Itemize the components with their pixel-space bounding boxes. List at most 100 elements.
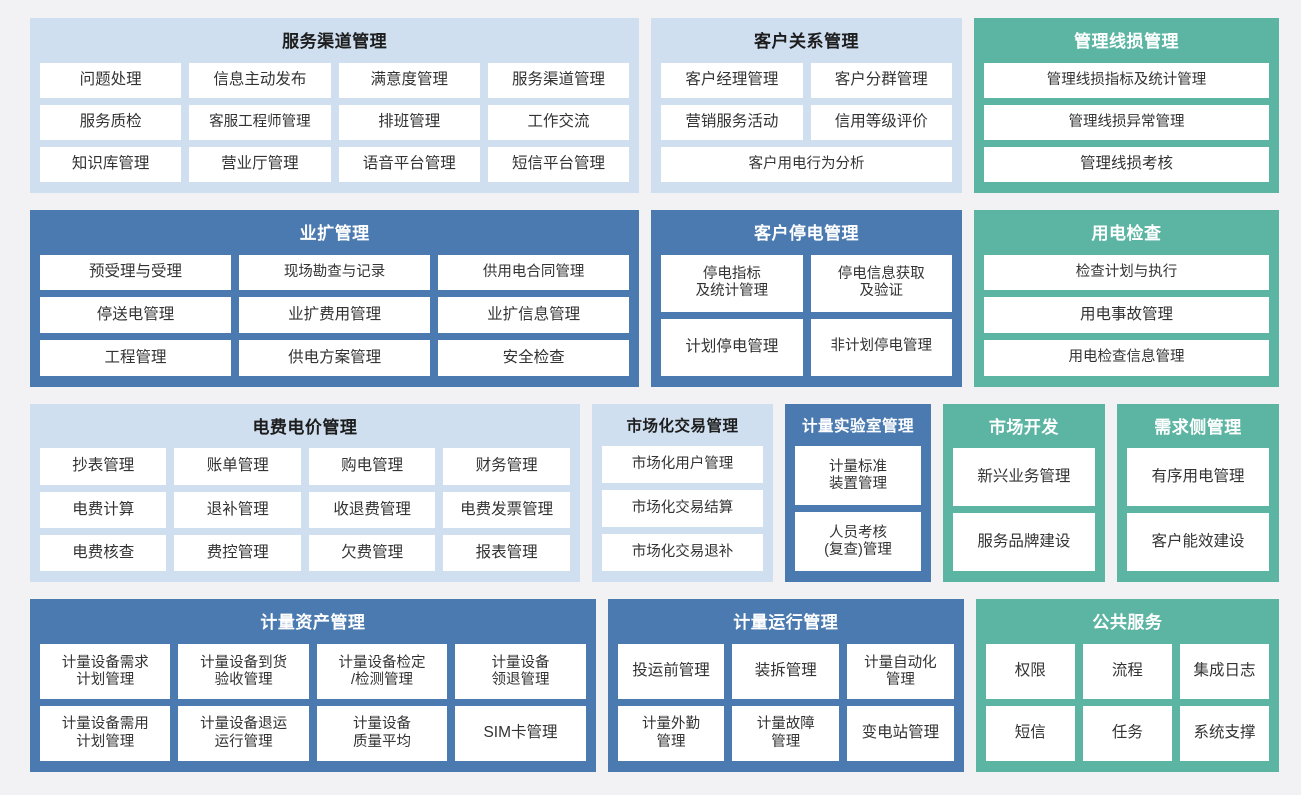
module-cell[interactable]: 管理线损指标及统计管理 xyxy=(983,62,1270,98)
panel-cell-grid: 权限流程集成日志短信任务系统支撑 xyxy=(985,644,1269,761)
module-cell[interactable]: 营销服务活动 xyxy=(661,104,803,140)
module-cell[interactable]: 服务品牌建设 xyxy=(952,513,1095,572)
module-cell[interactable]: 停电信息获取 及验证 xyxy=(810,254,952,312)
module-cell[interactable]: 任务 xyxy=(1082,706,1172,761)
module-cell[interactable]: 装拆管理 xyxy=(732,644,840,700)
panel-1-2: 客户关系管理客户经理管理客户分群管理营销服务活动信用等级评价客户用电行为分析 xyxy=(651,18,962,193)
panel-2-2: 客户停电管理停电指标 及统计管理停电信息获取 及验证计划停电管理非计划停电管理 xyxy=(651,209,962,387)
module-cell[interactable]: 新兴业务管理 xyxy=(952,448,1095,507)
module-cell[interactable]: 计量外勤 管理 xyxy=(617,706,725,761)
module-cell[interactable]: 计量设备需求 计划管理 xyxy=(40,644,171,700)
module-cell[interactable]: 停电指标 及统计管理 xyxy=(661,254,803,312)
module-cell[interactable]: 权限 xyxy=(985,644,1075,700)
module-cell[interactable]: 预受理与受理 xyxy=(40,254,232,291)
module-cell[interactable]: 客户分群管理 xyxy=(810,62,952,98)
module-cell[interactable]: 客户能效建设 xyxy=(1126,513,1269,572)
module-cell[interactable]: 计量自动化 管理 xyxy=(847,644,954,700)
module-cell[interactable]: 有序用电管理 xyxy=(1126,448,1269,507)
module-cell[interactable]: 计量设备需用 计划管理 xyxy=(40,706,171,761)
panel-cell-grid: 市场化用户管理市场化交易结算市场化交易退补 xyxy=(601,446,764,572)
module-cell[interactable]: 电费计算 xyxy=(40,491,167,528)
module-cell[interactable]: 计划停电管理 xyxy=(661,318,803,376)
module-cell[interactable]: 客户经理管理 xyxy=(661,62,803,98)
module-cell[interactable]: 报表管理 xyxy=(443,534,570,572)
panel-cell-grid: 有序用电管理客户能效建设 xyxy=(1126,448,1269,572)
panel-2-1: 业扩管理预受理与受理现场勘查与记录供用电合同管理停送电管理业扩费用管理业扩信息管… xyxy=(30,209,640,387)
module-cell[interactable]: 账单管理 xyxy=(174,448,301,485)
module-cell[interactable]: 计量标准 装置管理 xyxy=(795,446,921,506)
module-cell[interactable]: 短信 xyxy=(985,706,1075,761)
module-cell[interactable]: 投运前管理 xyxy=(617,644,725,700)
module-cell[interactable]: 排班管理 xyxy=(338,104,480,140)
module-cell[interactable]: 业扩费用管理 xyxy=(239,297,431,333)
module-cell[interactable]: 系统支撑 xyxy=(1179,706,1269,761)
panel-cell-grid: 客户经理管理客户分群管理营销服务活动信用等级评价客户用电行为分析 xyxy=(661,62,952,182)
module-cell[interactable]: 流程 xyxy=(1082,644,1172,700)
module-cell[interactable]: 人员考核 (复查)管理 xyxy=(795,512,921,572)
module-cell[interactable]: 知识库管理 xyxy=(40,146,182,182)
module-cell[interactable]: 市场化用户管理 xyxy=(601,446,764,484)
diagram-row-3: 电费电价管理抄表管理账单管理购电管理财务管理电费计算退补管理收退费管理电费发票管… xyxy=(30,403,1279,583)
panel-cell-grid: 抄表管理账单管理购电管理财务管理电费计算退补管理收退费管理电费发票管理电费核查费… xyxy=(40,448,570,572)
module-cell[interactable]: 电费发票管理 xyxy=(443,491,570,528)
module-cell[interactable]: 电费核查 xyxy=(40,534,167,572)
module-cell[interactable]: 用电事故管理 xyxy=(983,297,1270,333)
module-cell[interactable]: SIM卡管理 xyxy=(455,706,586,761)
module-cell[interactable]: 市场化交易退补 xyxy=(601,534,764,572)
panel-cell-grid: 管理线损指标及统计管理管理线损异常管理管理线损考核 xyxy=(983,62,1270,182)
module-cell[interactable]: 短信平台管理 xyxy=(487,146,630,182)
module-cell[interactable]: 业扩信息管理 xyxy=(438,297,630,333)
panel-title: 计量资产管理 xyxy=(260,613,366,633)
module-cell[interactable]: 工程管理 xyxy=(40,339,232,376)
module-cell[interactable]: 市场化交易结算 xyxy=(601,490,764,528)
module-cell[interactable]: 退补管理 xyxy=(174,491,301,528)
module-cell[interactable]: 计量设备检定 /检测管理 xyxy=(316,644,448,700)
diagram-row-2: 业扩管理预受理与受理现场勘查与记录供用电合同管理停送电管理业扩费用管理业扩信息管… xyxy=(30,209,1280,387)
module-cell[interactable]: 收退费管理 xyxy=(308,491,436,528)
module-cell[interactable]: 满意度管理 xyxy=(338,62,480,98)
module-cell[interactable]: 财务管理 xyxy=(443,448,570,485)
module-cell[interactable]: 集成日志 xyxy=(1179,644,1269,700)
module-cell[interactable]: 购电管理 xyxy=(308,448,436,485)
module-cell[interactable]: 信用等级评价 xyxy=(810,104,952,140)
module-cell[interactable]: 费控管理 xyxy=(174,534,301,572)
module-cell[interactable]: 服务质检 xyxy=(40,104,182,140)
module-cell[interactable]: 语音平台管理 xyxy=(338,146,480,182)
module-cell[interactable]: 信息主动发布 xyxy=(189,62,331,98)
module-cell[interactable]: 计量设备退运 运行管理 xyxy=(178,706,309,761)
panel-cell-grid: 检查计划与执行用电事故管理用电检查信息管理 xyxy=(983,254,1270,376)
module-cell[interactable]: 管理线损考核 xyxy=(983,146,1270,182)
module-cell[interactable]: 工作交流 xyxy=(487,104,630,140)
module-cell[interactable]: 服务渠道管理 xyxy=(487,62,630,98)
module-cell[interactable]: 供电方案管理 xyxy=(239,339,431,376)
module-cell[interactable]: 计量设备 质量平均 xyxy=(316,706,448,761)
panel-title: 管理线损管理 xyxy=(1073,32,1179,51)
panel-cell-grid: 预受理与受理现场勘查与记录供用电合同管理停送电管理业扩费用管理业扩信息管理工程管… xyxy=(40,254,630,376)
panel-3-2: 市场化交易管理市场化用户管理市场化交易结算市场化交易退补 xyxy=(591,403,774,583)
module-cell[interactable]: 客户用电行为分析 xyxy=(661,146,952,182)
module-cell[interactable]: 检查计划与执行 xyxy=(983,254,1270,291)
panel-title: 服务渠道管理 xyxy=(282,32,388,51)
panel-title: 客户关系管理 xyxy=(754,32,860,51)
module-cell[interactable]: 欠费管理 xyxy=(308,534,436,572)
module-cell[interactable]: 客服工程师管理 xyxy=(189,104,331,140)
module-cell[interactable]: 计量设备到货 验收管理 xyxy=(178,644,309,700)
diagram-row-4: 计量资产管理计量设备需求 计划管理计量设备到货 验收管理计量设备检定 /检测管理… xyxy=(30,599,1279,772)
module-cell[interactable]: 计量故障 管理 xyxy=(732,706,840,761)
module-cell[interactable]: 停送电管理 xyxy=(40,297,232,333)
panel-title: 需求侧管理 xyxy=(1154,417,1242,437)
panel-cell-grid: 新兴业务管理服务品牌建设 xyxy=(952,448,1095,572)
module-cell[interactable]: 抄表管理 xyxy=(40,448,167,485)
module-cell[interactable]: 安全检查 xyxy=(438,339,630,376)
module-cell[interactable]: 管理线损异常管理 xyxy=(983,104,1270,140)
module-cell[interactable]: 供用电合同管理 xyxy=(438,254,630,291)
module-cell[interactable]: 计量设备 领退管理 xyxy=(455,644,586,700)
module-cell[interactable]: 现场勘查与记录 xyxy=(239,254,431,291)
module-cell[interactable]: 变电站管理 xyxy=(847,706,954,761)
module-cell[interactable]: 营业厅管理 xyxy=(189,146,331,182)
module-cell[interactable]: 问题处理 xyxy=(40,62,182,98)
panel-1-3: 管理线损管理管理线损指标及统计管理管理线损异常管理管理线损考核 xyxy=(973,18,1280,193)
module-cell[interactable]: 用电检查信息管理 xyxy=(983,339,1270,376)
module-cell[interactable]: 非计划停电管理 xyxy=(810,318,952,376)
